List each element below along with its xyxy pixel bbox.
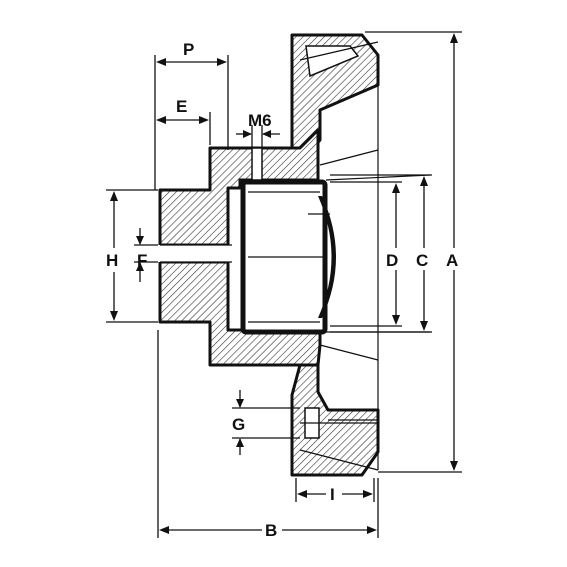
- flange-top-slot: [305, 45, 360, 78]
- dimension-b: [157, 330, 379, 538]
- dimension-d: [330, 181, 402, 327]
- g-hole: [300, 407, 378, 439]
- hub-upper: [158, 128, 320, 247]
- dimension-i: [295, 478, 375, 502]
- dimension-f: [134, 228, 158, 282]
- dimension-a: [365, 31, 462, 473]
- label-f: F: [137, 251, 147, 270]
- label-p: P: [183, 40, 194, 59]
- m6-bolt-hole: [251, 147, 263, 181]
- label-c: C: [416, 251, 428, 270]
- label-i: I: [330, 485, 335, 504]
- label-m6: M6: [248, 111, 272, 130]
- label-d: D: [386, 251, 398, 270]
- dimension-h: [106, 189, 158, 323]
- dimension-c: [330, 174, 432, 333]
- dimension-e: [156, 112, 211, 145]
- label-e: E: [176, 97, 187, 116]
- label-h: H: [106, 251, 118, 270]
- label-b: B: [265, 521, 277, 540]
- hub-lower: [158, 260, 322, 367]
- dimension-m6: [236, 125, 280, 148]
- dimension-g: [232, 390, 300, 455]
- label-a: A: [446, 251, 458, 270]
- threaded-insert: [240, 179, 336, 335]
- center-bore: [158, 244, 232, 263]
- dimension-p: [154, 55, 229, 190]
- label-g: G: [232, 415, 245, 434]
